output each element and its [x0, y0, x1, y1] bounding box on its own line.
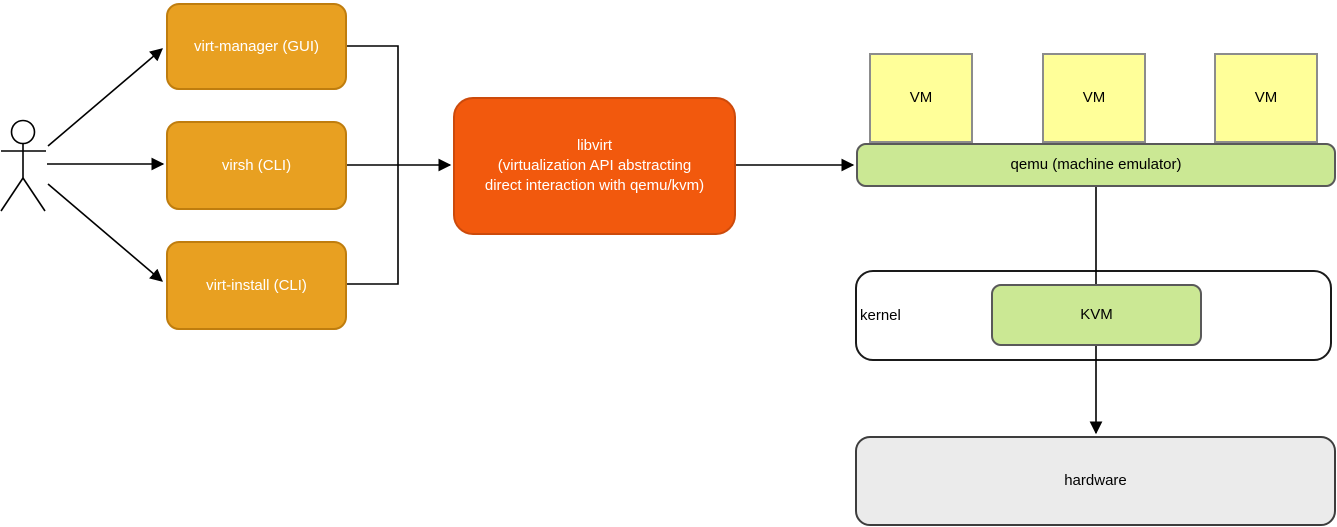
- node-virsh: virsh (CLI): [166, 121, 347, 210]
- arrow-user-to-virt-manager: [47, 48, 163, 147]
- node-hardware: hardware: [855, 436, 1336, 526]
- node-libvirt-subtitle-1: (virtualization API abstracting: [497, 157, 692, 174]
- connector-tools-junction: [347, 45, 399, 285]
- node-libvirt: libvirt (virtualization API abstracting …: [453, 97, 736, 235]
- node-vm-1-label: VM: [909, 89, 933, 106]
- node-kvm-label: KVM: [1080, 306, 1113, 323]
- node-qemu: qemu (machine emulator): [856, 143, 1336, 187]
- node-virt-install: virt-install (CLI): [166, 241, 347, 330]
- node-kernel-label: kernel: [860, 306, 901, 324]
- node-virsh-label: virsh (CLI): [221, 156, 292, 174]
- node-vm-2-label: VM: [1082, 89, 1106, 106]
- node-virt-manager: virt-manager (GUI): [166, 3, 347, 90]
- node-hardware-label: hardware: [1064, 472, 1127, 489]
- user-actor-icon: [0, 119, 46, 212]
- node-libvirt-subtitle-2: direct interaction with qemu/kvm): [484, 177, 705, 194]
- node-virt-install-label: virt-install (CLI): [206, 276, 307, 294]
- node-vm-3-label: VM: [1254, 89, 1278, 106]
- node-libvirt-title: libvirt: [576, 137, 612, 154]
- node-vm-3: VM: [1214, 53, 1318, 143]
- arrow-user-to-virt-install: [47, 183, 163, 282]
- node-vm-2: VM: [1042, 53, 1146, 143]
- node-qemu-label: qemu (machine emulator): [1010, 156, 1182, 173]
- node-virt-manager-label: virt-manager (GUI): [193, 37, 320, 55]
- node-kvm: KVM: [991, 284, 1202, 346]
- node-vm-1: VM: [869, 53, 973, 143]
